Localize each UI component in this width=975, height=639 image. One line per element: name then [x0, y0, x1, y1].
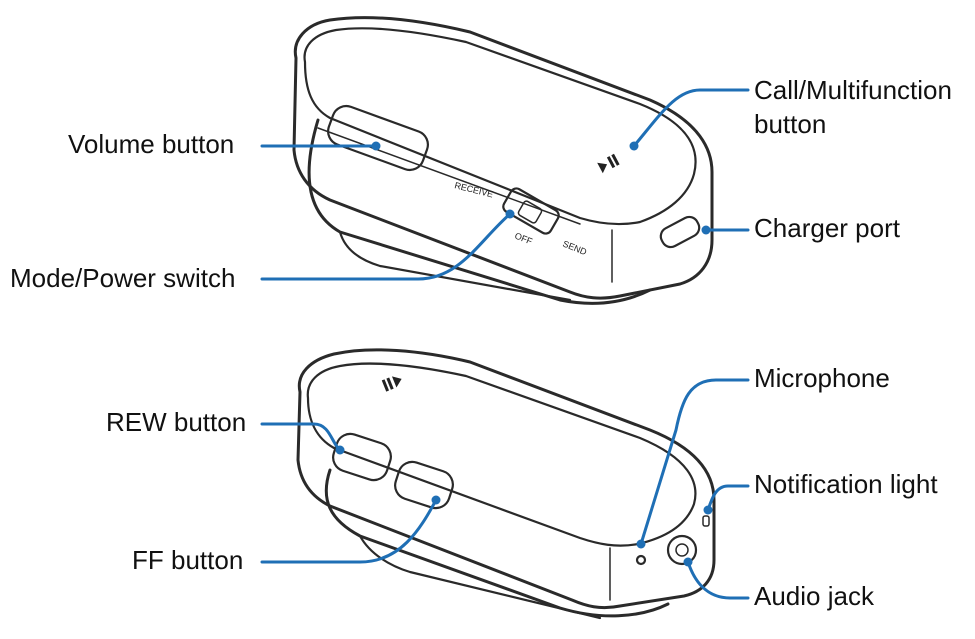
leader-dot-notification-light	[703, 505, 713, 515]
rew-button-shape	[332, 432, 392, 482]
switch-label-off: OFF	[513, 231, 534, 247]
label-call-multifunction-line1: Call/Multifunction	[754, 75, 952, 105]
leader-ff-button	[260, 498, 438, 564]
leader-dot-audio-jack	[683, 557, 693, 567]
label-volume-button: Volume button	[68, 129, 235, 159]
top-device-side-line-2	[317, 127, 581, 225]
label-mode-power-switch: Mode/Power switch	[10, 263, 236, 293]
switch-label-send: SEND	[561, 239, 588, 258]
leader-audio-jack	[686, 560, 750, 600]
leader-rew-button	[260, 422, 342, 452]
play-pause-icon	[381, 376, 402, 392]
label-charger-port: Charger port	[754, 213, 900, 243]
bottom-device-clip-edge	[358, 534, 602, 620]
leader-dot-rew-button	[335, 445, 345, 455]
leader-microphone	[639, 378, 750, 546]
bottom-device	[296, 348, 716, 620]
switch-label-receive: RECEIVE	[454, 180, 495, 199]
leader-dot-microphone	[636, 539, 646, 549]
leader-dot-call-multifunction	[629, 141, 639, 151]
leader-dot-ff-button	[431, 495, 441, 505]
leader-lines	[260, 88, 750, 600]
top-device-clip-edge	[338, 230, 572, 302]
mode-switch-shape	[502, 187, 560, 235]
leader-dot-charger-port	[701, 225, 711, 235]
label-ff-button: FF button	[132, 545, 244, 575]
audio-jack-inner	[675, 543, 689, 557]
leader-dot-mode-power-switch	[505, 209, 515, 219]
bottom-device-top-surface	[306, 362, 697, 547]
audio-jack-shape	[666, 534, 698, 566]
volume-button-shape	[327, 104, 429, 172]
notification-light-shape	[702, 515, 710, 527]
play-pause-icon	[597, 153, 620, 174]
mode-switch-knob	[517, 200, 543, 224]
ff-button-shape	[394, 460, 454, 510]
label-audio-jack: Audio jack	[754, 581, 874, 611]
label-rew-button: REW button	[106, 407, 247, 437]
top-device: RECEIVE OFF SEND	[292, 16, 714, 305]
top-device-housing	[292, 16, 714, 300]
label-notification-light: Notification light	[754, 469, 938, 499]
label-call-multifunction-line2: button	[754, 109, 827, 139]
bottom-device-housing	[296, 348, 716, 610]
label-microphone: Microphone	[754, 363, 890, 393]
leader-mode-power-switch	[260, 212, 512, 281]
microphone-hole	[635, 554, 647, 566]
leader-dot-volume-button	[371, 141, 381, 151]
charger-port-shape	[659, 215, 701, 249]
leader-call-multifunction	[632, 88, 750, 148]
